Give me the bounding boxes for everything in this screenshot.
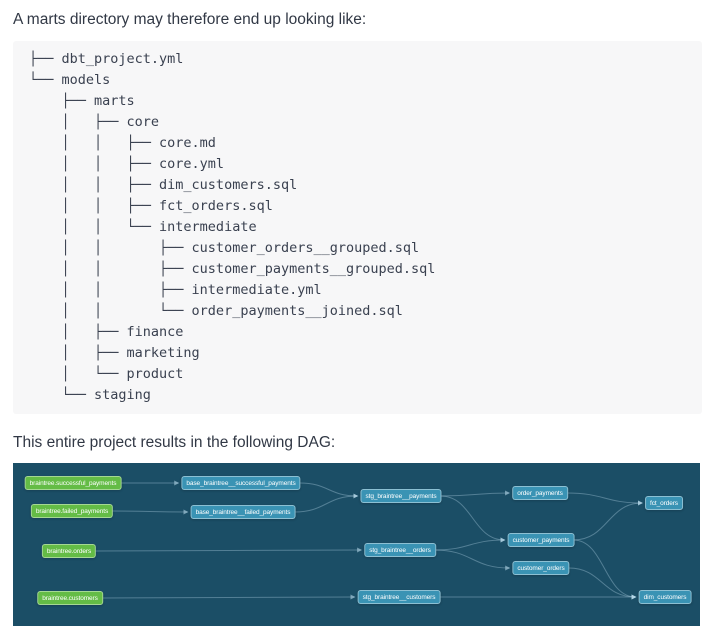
docs-page: A marts directory may therefore end up l… [13,11,702,626]
dag-node-order_payments: order_payments [512,486,568,500]
dag-edge-customer_orders-to-dim_customers [568,567,637,600]
dag-edge-stg_braintree__payments-to-customer_payments [440,495,506,543]
dag-edge-braintree.customers-to-stg_braintree__customers [101,594,356,600]
dag-node-fct_orders: fct_orders [645,496,683,510]
dag-node-dim_customers: dim_customers [638,590,692,604]
directory-tree: ├── dbt_project.yml └── models ├── marts… [29,51,436,403]
dag-node-customer_payments: customer_payments [507,533,575,547]
dag-edge-customer_payments-to-dim_customers [573,539,637,600]
dag-node-braintree.customers: braintree.customers [37,591,103,605]
dag-node-braintree.orders: braintree.orders [41,544,97,558]
dag-node-base_braintree__successful_payments: base_braintree__successful_payments [181,476,301,490]
dag-edge-stg_braintree__payments-to-order_payments [440,490,511,497]
dag-node-braintree.failed_payments: braintree.failed_payments [30,504,114,518]
dag-edge-stg_braintree__orders-to-customer_orders [434,549,511,571]
dag-edge-customer_payments-to-fct_orders [573,500,643,541]
code-block: ├── dbt_project.yml └── models ├── marts… [13,41,702,414]
dag-edge-stg_braintree__orders-to-customer_payments [434,537,506,551]
dag-node-base_braintree__failed_payments: base_braintree__failed_payments [190,505,296,519]
dag-edge-order_payments-to-fct_orders [566,492,643,506]
dag-intro-paragraph: This entire project results in the follo… [13,434,336,451]
dag-node-stg_braintree__customers: stg_braintree__customers [357,590,441,604]
dag-edge-braintree.orders-to-stg_braintree__orders [95,547,363,553]
dag-edge-base_braintree__failed_payments-to-stg_braintree__payments [294,493,359,513]
dag-image: braintree.successful_payments braintree.f… [13,463,700,626]
dag-node-stg_braintree__payments: stg_braintree__payments [360,489,442,503]
intro-paragraph: A marts directory may therefore end up l… [13,11,367,28]
dag-edge-base_braintree__successful_payments-to-stg_braintree__payments [299,482,359,499]
dag-node-braintree.successful_payments: braintree.successful_payments [24,476,122,490]
dag-node-customer_orders: customer_orders [512,561,570,575]
dag-edges [95,480,643,600]
dag-node-stg_braintree__orders: stg_braintree__orders [364,543,436,557]
dag-edge-braintree.failed_payments-to-base_braintree__failed_payments [112,509,189,515]
